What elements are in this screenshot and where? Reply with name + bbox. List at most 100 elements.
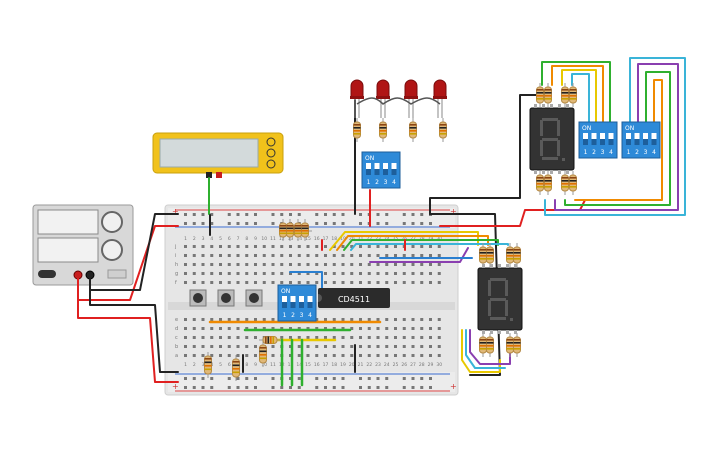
breadboard-hole[interactable]: [332, 245, 336, 248]
breadboard-hole[interactable]: [297, 327, 301, 330]
breadboard-hole[interactable]: [245, 245, 249, 248]
breadboard-hole[interactable]: [306, 327, 310, 330]
rail-hole[interactable]: [324, 386, 327, 389]
breadboard-hole[interactable]: [306, 254, 310, 257]
wires[interactable]: [77, 57, 686, 387]
resistor[interactable]: [544, 171, 552, 195]
rail-hole[interactable]: [192, 213, 196, 216]
rail-hole[interactable]: [315, 222, 319, 225]
resistor[interactable]: [536, 83, 544, 107]
rail-hole[interactable]: [315, 213, 319, 216]
resistor[interactable]: [479, 243, 487, 267]
resistor[interactable]: [569, 83, 577, 107]
resistor[interactable]: [204, 352, 212, 378]
breadboard-hole[interactable]: [411, 336, 415, 339]
rail-hole[interactable]: [411, 213, 415, 216]
breadboard-hole[interactable]: [315, 345, 319, 348]
breadboard-hole[interactable]: [332, 254, 336, 257]
breadboard-hole[interactable]: [219, 245, 222, 248]
breadboard-hole[interactable]: [297, 345, 301, 348]
dip-toggle-knob[interactable]: [583, 133, 588, 139]
breadboard-hole[interactable]: [236, 327, 240, 330]
breadboard-hole[interactable]: [341, 354, 345, 357]
breadboard-hole[interactable]: [437, 281, 441, 284]
breadboard-hole[interactable]: [324, 281, 327, 284]
breadboard-hole[interactable]: [315, 336, 319, 339]
breadboard-hole[interactable]: [280, 281, 284, 284]
rail-hole[interactable]: [376, 222, 380, 225]
breadboard-hole[interactable]: [262, 263, 266, 266]
breadboard-hole[interactable]: [210, 327, 214, 330]
breadboard-hole[interactable]: [394, 327, 397, 330]
rail-hole[interactable]: [236, 377, 240, 380]
breadboard-hole[interactable]: [437, 318, 441, 321]
breadboard-hole[interactable]: [376, 254, 380, 257]
rail-hole[interactable]: [341, 213, 345, 216]
breadboard-hole[interactable]: [254, 254, 257, 257]
resistor[interactable]: [286, 219, 294, 241]
rail-hole[interactable]: [280, 213, 284, 216]
breadboard-hole[interactable]: [350, 263, 354, 266]
breadboard-hole[interactable]: [280, 245, 284, 248]
breadboard-hole[interactable]: [262, 327, 266, 330]
breadboard-hole[interactable]: [289, 281, 292, 284]
breadboard-hole[interactable]: [280, 327, 284, 330]
led-4[interactable]: [433, 79, 447, 118]
breadboard-hole[interactable]: [332, 327, 336, 330]
breadboard-hole[interactable]: [385, 345, 389, 348]
breadboard-hole[interactable]: [219, 281, 222, 284]
breadboard-hole[interactable]: [219, 336, 222, 339]
breadboard-hole[interactable]: [367, 263, 371, 266]
rail-hole[interactable]: [184, 222, 187, 225]
breadboard-hole[interactable]: [192, 354, 196, 357]
rail-hole[interactable]: [429, 377, 432, 380]
dip-toggle-knob[interactable]: [307, 296, 313, 302]
breadboard-hole[interactable]: [385, 254, 389, 257]
rail-hole[interactable]: [271, 377, 275, 380]
breadboard-hole[interactable]: [376, 345, 380, 348]
rail-hole[interactable]: [245, 386, 249, 389]
led-2[interactable]: [376, 79, 390, 118]
breadboard-hole[interactable]: [385, 272, 389, 275]
breadboard-hole[interactable]: [376, 281, 380, 284]
breadboard-hole[interactable]: [359, 318, 362, 321]
resistor[interactable]: [561, 83, 569, 107]
breadboard-hole[interactable]: [315, 281, 319, 284]
dip-toggle-knob[interactable]: [626, 133, 631, 139]
breadboard-hole[interactable]: [315, 245, 319, 248]
negative-terminal[interactable]: [85, 270, 95, 280]
rail-hole[interactable]: [227, 386, 231, 389]
push-buttons[interactable]: [189, 289, 263, 307]
breadboard-hole[interactable]: [201, 318, 205, 321]
breadboard-hole[interactable]: [227, 345, 231, 348]
breadboard-hole[interactable]: [201, 354, 205, 357]
breadboard-hole[interactable]: [385, 263, 389, 266]
breadboard-hole[interactable]: [332, 272, 336, 275]
breadboard-hole[interactable]: [315, 354, 319, 357]
breadboard-hole[interactable]: [359, 263, 362, 266]
rail-hole[interactable]: [254, 386, 257, 389]
rail-hole[interactable]: [289, 386, 292, 389]
breadboard-hole[interactable]: [394, 245, 397, 248]
breadboard-hole[interactable]: [219, 254, 222, 257]
breadboard-hole[interactable]: [411, 318, 415, 321]
breadboard-hole[interactable]: [210, 354, 214, 357]
rail-hole[interactable]: [201, 386, 205, 389]
breadboard-hole[interactable]: [420, 345, 424, 348]
push-button-3[interactable]: [245, 289, 263, 307]
breadboard-hole[interactable]: [394, 345, 397, 348]
breadboard-hole[interactable]: [219, 327, 222, 330]
breadboard-hole[interactable]: [184, 327, 187, 330]
breadboard-hole[interactable]: [420, 245, 424, 248]
resistor[interactable]: [486, 333, 494, 357]
resistor[interactable]: [301, 219, 309, 241]
resistor[interactable]: [536, 171, 544, 195]
breadboard-hole[interactable]: [297, 263, 301, 266]
dip-toggle-knob[interactable]: [366, 163, 371, 169]
breadboard-hole[interactable]: [394, 281, 397, 284]
breadboard-hole[interactable]: [359, 336, 362, 339]
breadboard-hole[interactable]: [402, 281, 406, 284]
rail-hole[interactable]: [420, 377, 424, 380]
breadboard-hole[interactable]: [192, 336, 196, 339]
breadboard-hole[interactable]: [411, 254, 415, 257]
